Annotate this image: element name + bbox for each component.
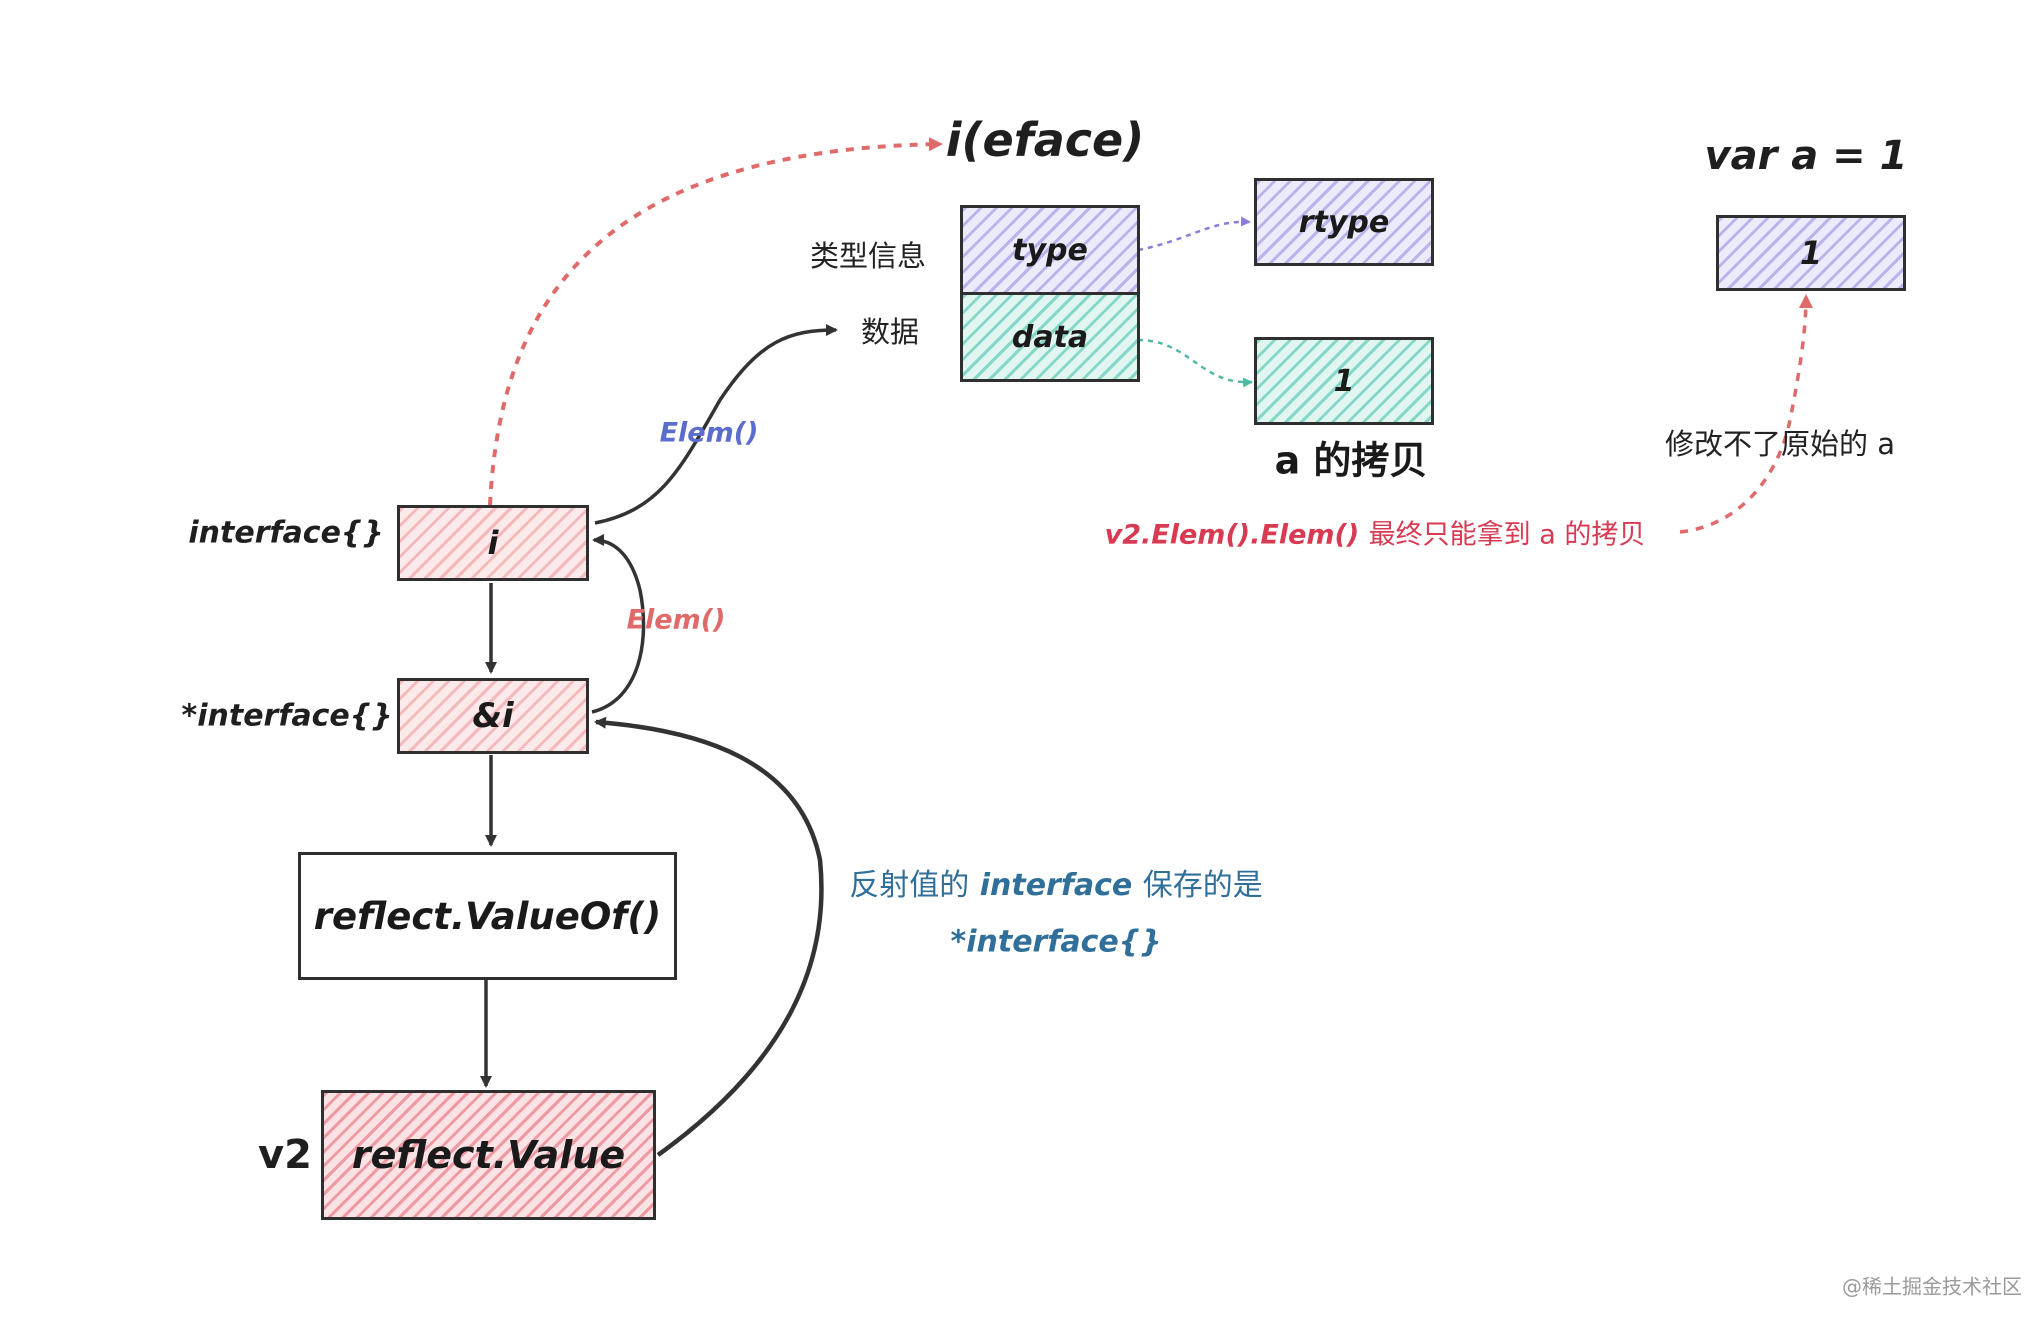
data-box-label: data — [1011, 319, 1089, 355]
reflect-note-prefix: 反射值的 — [849, 868, 970, 903]
reflect-value-box: reflect.Value — [321, 1090, 656, 1220]
elem-blue-label: Elem() — [659, 417, 759, 449]
v2-label: v2 — [258, 1132, 312, 1178]
rtype-box-label: rtype — [1298, 204, 1390, 240]
valueof-box: reflect.ValueOf() — [298, 852, 677, 980]
rtype-box: rtype — [1254, 178, 1434, 266]
data-cn-label: 数据 — [860, 315, 920, 349]
var-a-box: 1 — [1716, 215, 1906, 291]
type-info-label: 类型信息 — [809, 239, 927, 273]
valueof-box-label: reflect.ValueOf() — [313, 894, 662, 938]
cannot-modify-label: 修改不了原始的 a — [1665, 427, 1895, 461]
watermark: @稀土掘金技术社区 — [1842, 1274, 2022, 1299]
amp-i-box: &i — [397, 678, 589, 754]
elem-chain-text: 最终只能拿到 a 的拷贝 — [1368, 519, 1646, 551]
arrow-type-to-rtype — [1137, 216, 1251, 252]
i-box-label: i — [487, 524, 499, 562]
type-box-label: type — [1012, 232, 1088, 268]
i-box: i — [397, 505, 589, 581]
elem-chain-note: v2.Elem().Elem() 最终只能拿到 a 的拷贝 — [1105, 513, 1646, 552]
eface-title: i(eface) — [945, 113, 1145, 167]
var-a-title: var a = 1 — [1704, 133, 1908, 179]
arrow-value-to-ampi — [594, 716, 824, 1157]
arrow-i-to-eface — [488, 137, 943, 506]
var-a-value: 1 — [1799, 234, 1823, 272]
elem-red-label: Elem() — [626, 604, 726, 636]
reflect-value-label: reflect.Value — [351, 1133, 626, 1177]
reflect-note-line1: 反射值的 interface 保存的是 — [849, 860, 1262, 904]
arrow-i-to-data-label — [594, 324, 838, 525]
copy-of-a-text: a 的拷贝 — [1274, 438, 1428, 483]
elem-chain-code: v2.Elem().Elem() — [1104, 519, 1360, 551]
arrow-data-to-copy — [1137, 338, 1253, 388]
arrow-ampi-to-i — [591, 534, 646, 714]
reflect-note-suffix: 保存的是 — [1142, 868, 1263, 903]
amp-i-box-label: &i — [472, 696, 514, 736]
arrow-note-to-var-a — [1679, 294, 1813, 534]
copy-value-label: 1 — [1333, 363, 1355, 399]
copy-of-a-label: a 的拷贝 — [1275, 430, 1428, 485]
ptr-interface-type-label: *interface{} — [181, 698, 393, 734]
reflect-note-code: interface — [979, 868, 1133, 903]
interface-type-label: interface{} — [188, 515, 384, 551]
copy-value-box: 1 — [1254, 337, 1434, 425]
data-box: data — [960, 292, 1140, 382]
type-box: type — [960, 205, 1140, 295]
reflect-note-line2: *interface{} — [950, 924, 1162, 960]
